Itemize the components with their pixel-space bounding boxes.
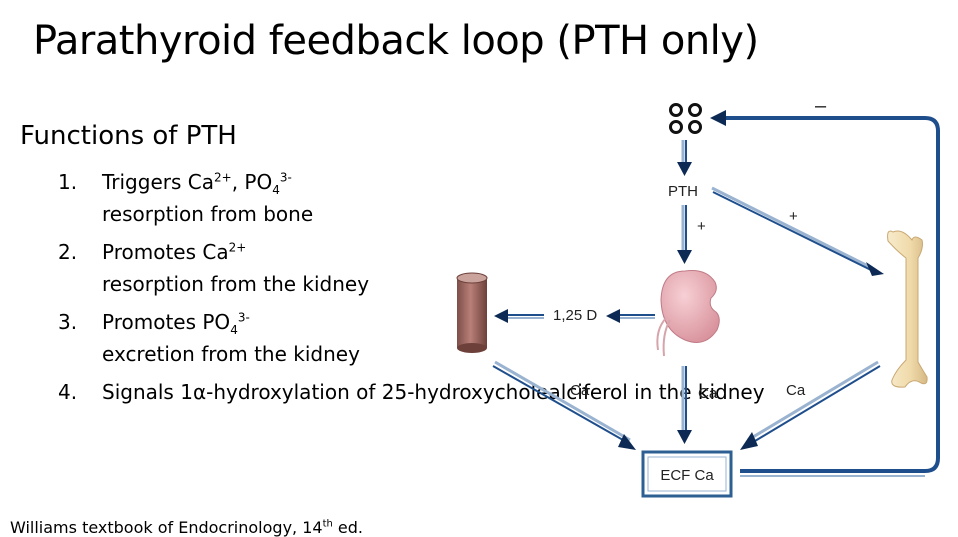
intestine-icon (456, 272, 488, 353)
feedback-loop-arrow (710, 110, 940, 477)
function-item: 4. Signals 1α-hydroxylation of 25-hydroxy… (58, 376, 765, 408)
function-item-number: 4. (58, 380, 78, 404)
function-item-text: Signals 1α-hydroxylation of 25-hydroxych… (102, 376, 765, 408)
arrow-intestine-to-ecf (492, 360, 636, 450)
function-item-segment: 4 (230, 323, 238, 337)
function-item-segment: Triggers Ca (102, 170, 214, 194)
arrow-kidney-to-ecf (677, 366, 692, 444)
citation: Williams textbook of Endocrinology, 14th… (10, 518, 363, 537)
arrow-kidney-to-vitd (606, 309, 655, 323)
plus-bone-label: + (789, 208, 798, 225)
citation-main: Williams textbook of Endocrinology, 14 (10, 518, 323, 537)
function-item-segment: resorption from bone (102, 202, 314, 226)
vitd-label: 1,25 D (553, 307, 597, 324)
pth-label: PTH (668, 183, 698, 200)
parathyroid-glands-icon (669, 103, 702, 134)
kidney-icon (656, 270, 720, 357)
function-item-text: Triggers Ca2+, PO43- resorption from bon… (102, 166, 418, 230)
function-item-segment: 3- (279, 170, 292, 185)
function-item-number: 1. (58, 170, 78, 194)
function-item-segment: 2+ (213, 170, 232, 185)
function-item-segment: Signals 1 (102, 380, 193, 404)
function-item-number: 3. (58, 310, 78, 334)
function-item: 3. Promotes PO43- excretion from the kidn… (58, 306, 418, 370)
arrow-vitd-to-intestine (494, 309, 544, 323)
function-item-segment: Promotes Ca (102, 240, 229, 264)
arrow-pth-to-bone (711, 186, 884, 276)
function-item-segment: 3- (237, 310, 250, 325)
minus-feedback-label: – (815, 95, 827, 117)
functions-list: 1.Triggers Ca2+, PO43- resorption from b… (58, 166, 765, 414)
ecf-ca-box: ECF Ca (641, 450, 733, 498)
ecf-ca-label: ECF Ca (660, 467, 714, 484)
functions-heading: Functions of PTH (20, 121, 237, 151)
function-item-segment: 4 (272, 183, 280, 197)
arrow-glands-to-pth (677, 140, 692, 176)
function-item-text: Promotes PO43- excretion from the kidney (102, 306, 418, 370)
function-item-segment: -hydroxylation of 25-hydroxycholealcifer… (206, 380, 765, 404)
function-item-text: Promotes Ca2+ resorption from the kidney (102, 236, 418, 300)
function-item: 2. Promotes Ca2+ resorption from the kidn… (58, 236, 418, 300)
function-item-number: 2. (58, 240, 78, 264)
function-item-segment: Promotes PO (102, 310, 231, 334)
slide-title: Parathyroid feedback loop (PTH only) (33, 18, 759, 64)
function-item-segment: excretion from the kidney (102, 342, 360, 366)
ca-right-label: Ca (786, 382, 806, 399)
ca-left-label: Ca (570, 382, 590, 399)
function-item-segment: resorption from the kidney (102, 272, 370, 296)
citation-sup: th (322, 518, 333, 530)
function-item: 1. Triggers Ca2+, PO43- resorption from b… (58, 166, 418, 230)
function-item-segment: , PO (231, 170, 273, 194)
function-item-segment: 2+ (228, 240, 247, 255)
arrow-bone-to-ecf (740, 360, 881, 450)
ca-middle-label: Ca (698, 385, 718, 402)
arrow-pth-to-kidney (677, 205, 692, 264)
function-item-segment: α (192, 380, 207, 404)
bone-icon (887, 230, 928, 388)
plus-kidney-label: + (697, 218, 706, 235)
citation-end: ed. (332, 518, 364, 537)
